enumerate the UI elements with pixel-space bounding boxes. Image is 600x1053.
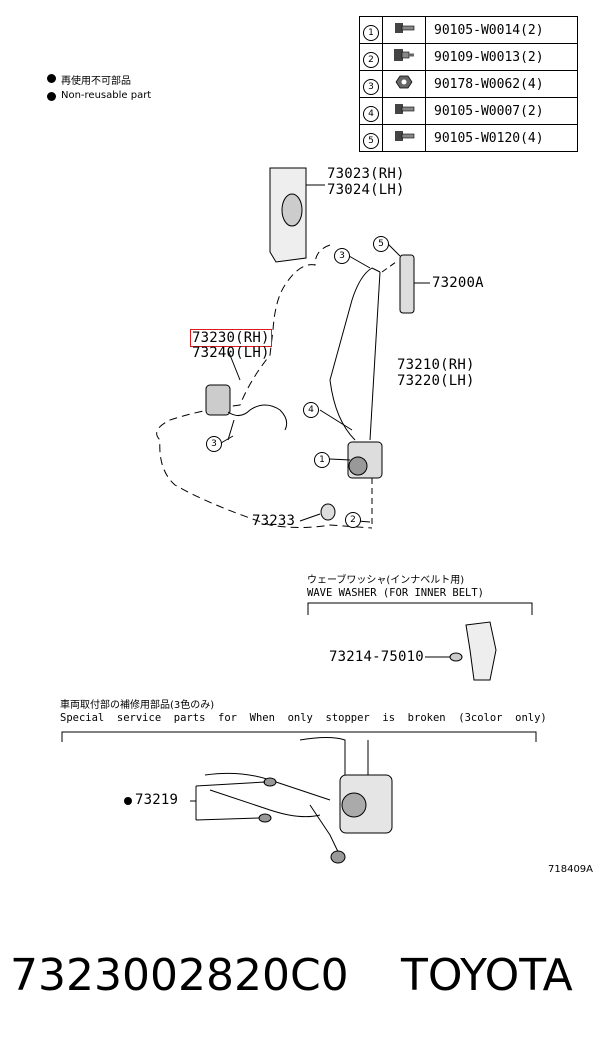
callout-circle-1: 1 bbox=[314, 452, 330, 468]
bolt-flange-icon bbox=[395, 131, 415, 141]
non-reusable-dot-icon bbox=[124, 797, 132, 805]
label-stopper: 73233 bbox=[252, 513, 296, 529]
legend-en: Non-reusable part bbox=[61, 90, 152, 101]
hardware-part-number: 90109-W0013(2) bbox=[425, 43, 578, 71]
label-adjuster: 73200A bbox=[432, 275, 484, 291]
callout-circle-5: 5 bbox=[373, 236, 389, 252]
footer-brand: TOYOTA bbox=[401, 950, 573, 1001]
label-repair-part: 73219 bbox=[135, 792, 179, 808]
callout-circle-3b: 3 bbox=[206, 436, 222, 452]
special-parts-jp: 車両取付部の補修用部品(3色のみ) bbox=[60, 700, 215, 711]
hardware-part-number: 90105-W0014(2) bbox=[425, 16, 578, 44]
hardware-row: 1 90105-W0014(2) bbox=[359, 16, 578, 44]
bolt-flange-icon bbox=[395, 104, 415, 114]
buckle-shape bbox=[205, 384, 231, 416]
label-belt-rh: 73210(RH) bbox=[397, 357, 475, 373]
nut-icon bbox=[395, 75, 413, 89]
seat-outline bbox=[156, 244, 373, 529]
illustration-code: 718409A bbox=[548, 864, 594, 875]
hardware-row: 4 90105-W0007(2) bbox=[359, 97, 578, 125]
wave-washer-en: WAVE WASHER (FOR INNER BELT) bbox=[307, 587, 485, 599]
label-anchor-cover-lh: 73024(LH) bbox=[327, 182, 405, 198]
non-reusable-dot-icon bbox=[47, 92, 56, 101]
footer-part-number: 7323002820C0 bbox=[10, 950, 349, 1001]
bolt-flange-icon bbox=[395, 23, 415, 33]
hardware-number: 1 bbox=[363, 24, 379, 41]
hardware-part-number: 90105-W0120(4) bbox=[425, 124, 578, 152]
legend-jp: 再使用不可部品 bbox=[61, 76, 131, 87]
hardware-number: 5 bbox=[363, 132, 379, 149]
wave-washer-jp: ウェーブワッシャ(インナベルト用) bbox=[307, 575, 465, 586]
label-belt-lh: 73220(LH) bbox=[397, 373, 475, 389]
hardware-part-number: 90105-W0007(2) bbox=[425, 97, 578, 125]
adjuster-shape bbox=[399, 254, 415, 314]
label-anchor-cover-rh: 73023(RH) bbox=[327, 166, 405, 182]
hardware-number: 2 bbox=[363, 51, 379, 68]
callout-circle-3: 3 bbox=[334, 248, 350, 264]
non-reusable-dot-icon bbox=[47, 74, 56, 83]
special-parts-en: Special service parts for When only stop… bbox=[60, 712, 547, 724]
label-buckle-lh: 73240(LH) bbox=[192, 345, 270, 361]
hardware-part-number: 90178-W0062(4) bbox=[425, 70, 578, 98]
bolt-shoulder-icon bbox=[394, 49, 414, 61]
hardware-number: 3 bbox=[363, 78, 379, 95]
hardware-row: 2 90109-W0013(2) bbox=[359, 43, 578, 71]
belt-webbing bbox=[329, 267, 373, 441]
callout-circle-2: 2 bbox=[345, 512, 361, 528]
hardware-number: 4 bbox=[363, 105, 379, 122]
label-wave-washer-part: 73214-75010 bbox=[329, 649, 424, 665]
hardware-table: 1 90105-W0014(2) 2 90109-W0013(2) 3 9017… bbox=[359, 16, 578, 152]
hardware-row: 5 90105-W0120(4) bbox=[359, 124, 578, 152]
callout-circle-4: 4 bbox=[303, 402, 319, 418]
inner-belt-shape bbox=[465, 621, 497, 681]
label-buckle-rh-highlighted: 73230(RH) bbox=[190, 329, 272, 347]
